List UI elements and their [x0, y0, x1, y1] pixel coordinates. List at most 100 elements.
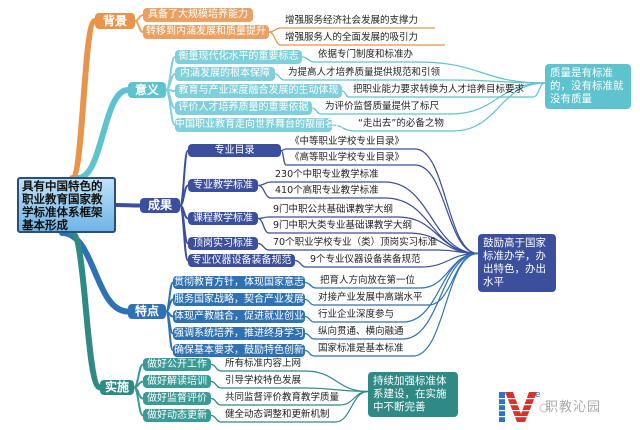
- leaf-text: 所有标准内容上网: [225, 358, 302, 369]
- leaf-text: 国家标准是基本标准: [318, 343, 404, 354]
- connector: [268, 27, 282, 33]
- leaf-text: 增强服务经济社会发展的支撑力: [285, 15, 419, 26]
- central-topic[interactable]: 具有中国特色的职业教育国家教学标准体系框架基本形成: [17, 177, 116, 233]
- topic-background[interactable]: 具备了大规模培养能力: [143, 8, 253, 22]
- connector: [257, 181, 272, 187]
- connector: [210, 380, 222, 389]
- leaf-text: 行业企业深度参与: [318, 309, 395, 320]
- connector: [452, 82, 546, 132]
- topic-features[interactable]: 确保基本要求，鼓励特色创新: [173, 344, 305, 357]
- connector: [414, 164, 479, 255]
- leaf-text: 9门中职大类专业基础课教学大纲: [273, 220, 413, 231]
- connector: [257, 216, 270, 220]
- topic-results[interactable]: 专业教学标准: [188, 179, 258, 192]
- connector: [304, 298, 315, 306]
- watermark-text: 职教沁园: [545, 400, 602, 415]
- topic-results[interactable]: 课程教学标准: [188, 212, 258, 225]
- leaf-text: 410个高职专业教学标准: [275, 185, 379, 196]
- leaf-text: 为评价监督质量提供了标尺: [325, 101, 440, 112]
- leaf-text: 70个职业学校专业（类）顶岗实习标准: [273, 237, 438, 248]
- leaf-text: 纵向贯通、横向融通: [318, 326, 404, 337]
- topic-features[interactable]: 体现产教融合，促进就业创业: [173, 310, 305, 323]
- leaf-text: 把职业能力要求转换为人才培养目标要求: [353, 84, 525, 95]
- connector: [304, 281, 317, 289]
- connector: [165, 89, 176, 126]
- connector: [532, 82, 546, 98]
- leaf-text: “走出去”的必备之物: [358, 118, 444, 129]
- leaf-text: 9门中职公共基础课教学大纲: [273, 204, 394, 215]
- connector: [133, 386, 144, 417]
- topic-results[interactable]: 顶岗实习标准: [188, 237, 258, 250]
- connector: [257, 242, 270, 251]
- summary-significance[interactable]: 质量是有标准的，没有标准就没有质量: [545, 64, 631, 109]
- connector: [334, 390, 369, 423]
- topic-features[interactable]: 服务国家战略，契合产业发展: [173, 293, 305, 306]
- connector: [301, 56, 315, 63]
- connector: [452, 79, 546, 84]
- topic-implementation[interactable]: 做好公开工作: [143, 358, 211, 371]
- leaf-text: 共同监督评价教育教学质量: [225, 392, 340, 403]
- connector: [69, 18, 98, 181]
- connector: [210, 397, 222, 406]
- topic-implementation[interactable]: 做好动态更新: [143, 409, 211, 422]
- connector: [165, 310, 174, 352]
- svg-text:e: e: [535, 390, 541, 400]
- connector: [75, 87, 131, 181]
- leaf-text: 《中等职业学校专业目录》: [290, 136, 405, 147]
- connector: [179, 204, 189, 262]
- topic-features[interactable]: 贯彻教育方针，体现国家意志: [173, 276, 305, 289]
- connector: [114, 203, 142, 208]
- connector: [402, 252, 479, 340]
- leaf-text: 增强服务人的全面发展的吸引力: [285, 32, 419, 43]
- topic-significance[interactable]: 衡量现代化水平的重要标志: [175, 50, 302, 64]
- connector: [210, 363, 222, 372]
- topic-significance[interactable]: 教育与产业深度融合发展的生动体现: [175, 84, 342, 98]
- topic-implementation[interactable]: 做好监督评价: [143, 392, 211, 405]
- connector: [210, 414, 222, 423]
- leaf-text: 把育人方向放在第一位: [320, 275, 416, 286]
- connector: [412, 252, 479, 357]
- topic-significance[interactable]: 中国职业教育走向世界舞台的靓丽名片: [175, 118, 345, 132]
- leaf-text: 健全动态调整和更新机制: [225, 409, 330, 420]
- connector: [419, 252, 479, 289]
- branch-results[interactable]: 成果: [140, 198, 180, 213]
- topic-results[interactable]: 专业目录: [188, 144, 281, 157]
- connector: [304, 332, 315, 340]
- connector: [304, 315, 315, 323]
- connector: [341, 90, 350, 98]
- leaf-text: 依据专门制度和标准办: [318, 49, 414, 60]
- leaf-text: 引导学校特色发展: [225, 375, 302, 386]
- connector: [268, 31, 282, 46]
- topic-implementation[interactable]: 做好解读培训: [143, 375, 211, 388]
- branch-significance[interactable]: 意义: [128, 82, 166, 98]
- connector: [294, 259, 307, 268]
- topic-significance[interactable]: 内涵发展的根本保障: [175, 67, 275, 81]
- topic-features[interactable]: 强调系统培养，推进终身学习: [173, 327, 305, 340]
- branch-background[interactable]: 背景: [95, 13, 135, 29]
- summary-implementation[interactable]: 持续加强标准体系建设，在实施中不断完善: [368, 372, 458, 417]
- connector: [134, 14, 144, 22]
- leaf-text: 为提高人才培养质量提供规范和引领: [288, 67, 441, 78]
- leaf-text: 230个中职专业教学标准: [275, 169, 379, 180]
- connector: [384, 181, 479, 255]
- leaf-text: 对接产业发展中高端水平: [318, 292, 423, 303]
- connector: [414, 148, 479, 255]
- branch-implementation[interactable]: 实施: [100, 380, 134, 395]
- topic-background[interactable]: 转移到内涵发展和质量提升: [143, 25, 269, 39]
- connector: [257, 217, 270, 234]
- connector: [59, 230, 131, 315]
- connector: [69, 230, 103, 391]
- connector: [257, 184, 272, 199]
- topic-significance[interactable]: 评价人才培养质量的重要依据: [175, 101, 312, 115]
- connector: [133, 380, 144, 389]
- branch-features[interactable]: 特点: [128, 304, 166, 319]
- leaf-text: 《高等职业学校专业目录》: [290, 152, 405, 163]
- connector: [331, 124, 355, 132]
- connector: [304, 387, 369, 393]
- topic-results[interactable]: 专业仪器设备装备规范: [188, 254, 295, 267]
- connector: [304, 349, 315, 357]
- summary-results[interactable]: 鼓励高于国家标准办学，办出特色，办出水平: [478, 234, 556, 292]
- connector: [280, 149, 287, 166]
